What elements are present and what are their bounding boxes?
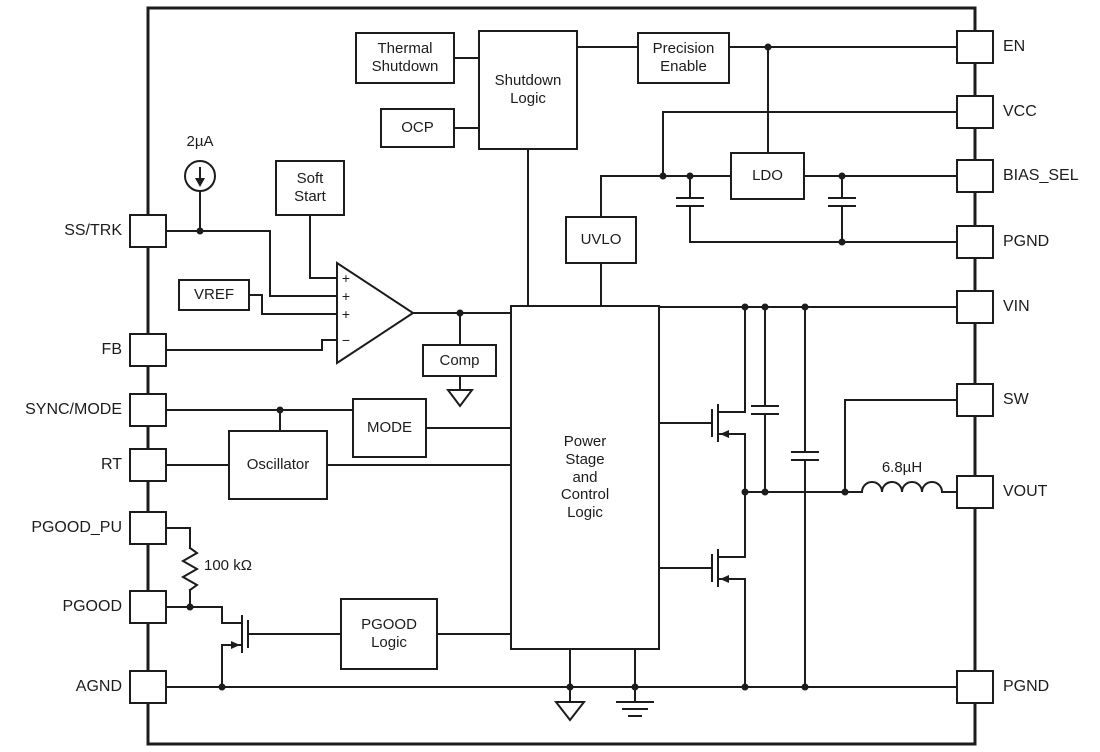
block-thermal-shutdown: Thermal Shutdown [355,32,455,84]
pin-label-rt: RT [100,456,122,473]
pin-label-pgood: PGOOD [62,598,122,615]
opamp-input-plus-1: + [341,270,351,286]
block-oscillator: Oscillator [228,430,328,500]
pin-label-pgnd-top: PGND [1003,233,1050,250]
pin-label-vout: VOUT [1003,483,1048,500]
inductor-symbol [844,481,958,494]
high-side-mosfet-symbol [659,306,746,493]
block-comp: Comp [422,344,497,377]
block-vref: VREF [178,279,250,311]
pullup-resistor-label: 100 kΩ [204,557,252,574]
pin-square-vcc [956,95,994,129]
pin-square-fb [129,333,167,367]
pin-square-agnd [129,670,167,704]
pin-square-pgnd-bottom [956,670,994,704]
block-ldo: LDO [730,152,805,200]
inductor-label: 6.8µH [881,459,923,476]
pin-square-pgood-pu [129,511,167,545]
pin-square-pgnd-top [956,225,994,259]
pgnd-symbol [616,686,654,717]
block-uvlo: UVLO [565,216,637,264]
pin-label-vcc: VCC [1003,103,1037,120]
opamp-input-plus-2: + [341,288,351,304]
pin-square-vout [956,475,994,509]
ldo-capacitor-left-symbol [676,175,704,243]
pin-square-rt [129,448,167,482]
pgood-mosfet-symbol [221,606,341,688]
block-shutdown-logic: Shutdown Logic [478,30,578,150]
pin-label-ss-trk: SS/TRK [64,222,122,239]
pin-squares-left [129,214,167,704]
pin-square-vin [956,290,994,324]
pin-squares-right [956,30,994,704]
comp-ground-symbol [446,389,474,408]
current-source-symbol [184,160,216,192]
block-power-stage: Power Stage and Control Logic [510,305,660,650]
pin-square-pgood [129,590,167,624]
pin-square-bias-sel [956,159,994,193]
bootstrap-capacitor-symbol [751,306,779,493]
pullup-resistor-symbol [180,546,200,592]
pin-label-sw: SW [1003,391,1029,408]
pin-square-en [956,30,994,64]
opamp-input-minus: − [341,332,351,348]
ldo-capacitor-right-symbol [828,175,856,243]
block-pgood-logic: PGOOD Logic [340,598,438,670]
block-mode: MODE [352,398,427,458]
current-source-label: 2µA [186,133,214,150]
pin-square-sync-mode [129,393,167,427]
opamp-input-plus-3: + [341,306,351,322]
pin-label-fb: FB [101,341,122,358]
pin-label-agnd: AGND [75,678,122,695]
pin-label-bias-sel: BIAS_SEL [1003,167,1079,184]
pin-label-pgnd-bottom: PGND [1003,678,1050,695]
chip-outline [146,6,977,746]
pin-label-en: EN [1003,38,1026,55]
junction-dots [186,43,849,691]
input-capacitor-symbol [791,306,819,688]
low-side-mosfet-symbol [659,491,746,688]
pin-label-vin: VIN [1003,298,1030,315]
block-ocp: OCP [380,108,455,148]
pin-label-pgood-pu: PGOOD_PU [31,519,122,536]
block-precision-enable: Precision Enable [637,32,730,84]
error-amplifier-symbol [336,261,415,365]
block-soft-start: Soft Start [275,160,345,216]
pin-square-ss-trk [129,214,167,248]
agnd-symbol [553,686,587,722]
pin-label-sync-mode: SYNC/MODE [25,401,122,418]
pin-square-sw [956,383,994,417]
